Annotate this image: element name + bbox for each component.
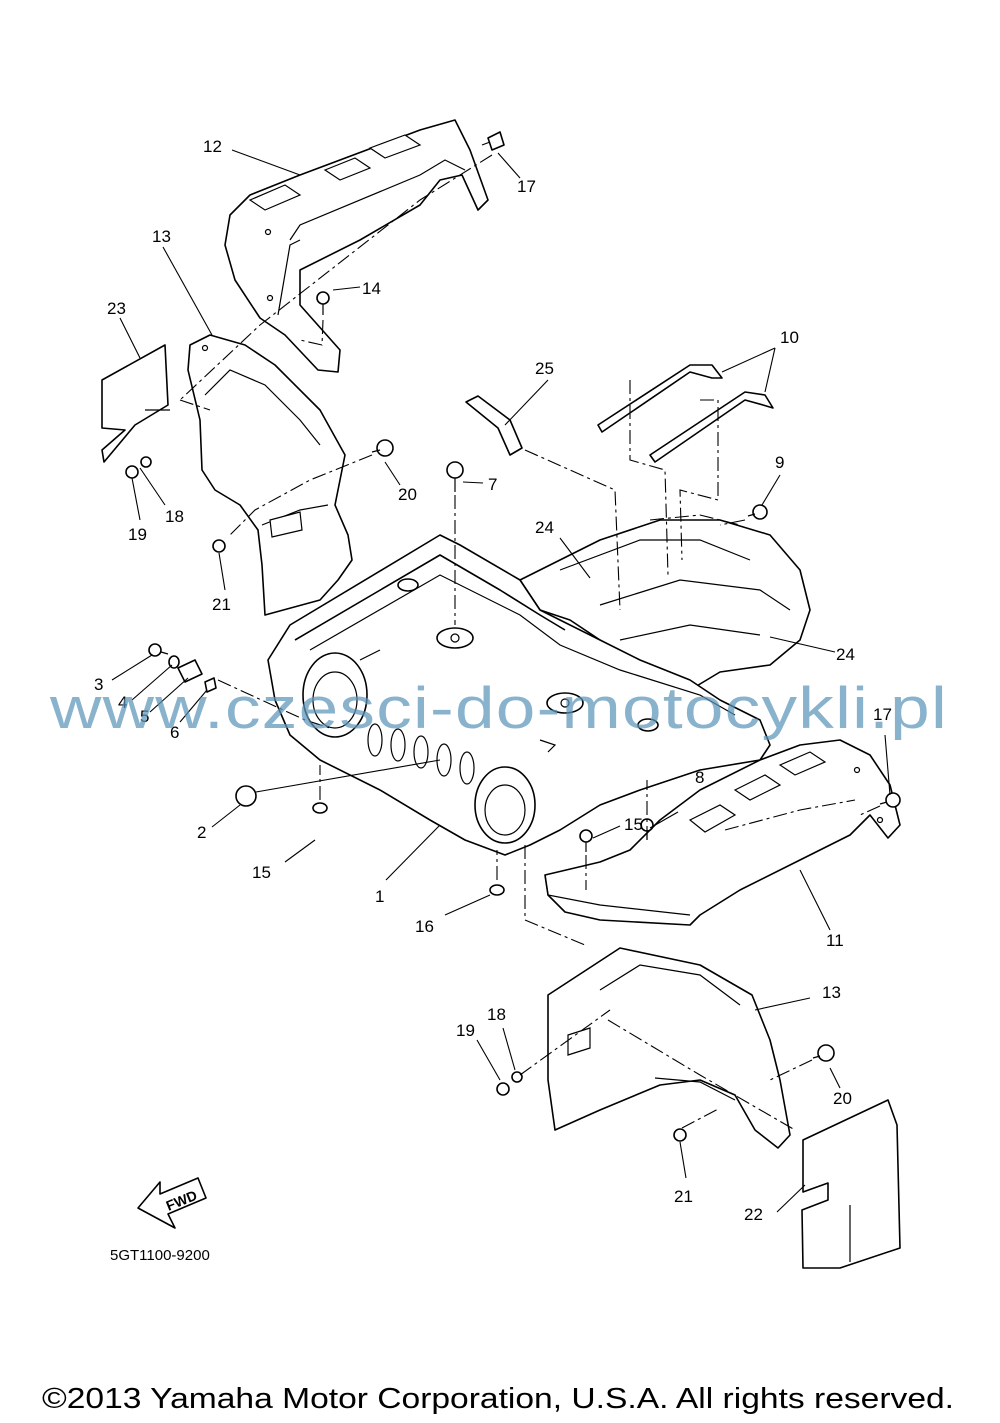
callout-19: 19 (128, 525, 147, 544)
callout-4: 4 (118, 693, 127, 712)
watermark: www.czesci-do-motocykli.pl (49, 676, 948, 741)
callout-16b: 16 (415, 917, 434, 936)
part-14-side-panel (187, 334, 353, 616)
callout-19b: 19 (456, 1021, 475, 1040)
part-22-decal (801, 1099, 901, 1269)
callout-21b: 21 (674, 1187, 693, 1206)
callout-1: 1 (375, 887, 384, 906)
callout-22: 22 (744, 1205, 763, 1224)
part-10-rails (597, 364, 774, 463)
callout-16: 15 (252, 863, 271, 882)
part-25-strip (465, 395, 523, 456)
callout-9: 9 (775, 453, 784, 472)
callout-5: 5 (140, 707, 149, 726)
callout-20b: 20 (833, 1089, 852, 1108)
callout-6: 6 (170, 723, 179, 742)
callout-11: 11 (826, 931, 844, 950)
leader-lines (111, 149, 891, 1213)
diagram-code: 5GT1100-9200 (110, 1247, 210, 1264)
callout-2: 2 (197, 823, 206, 842)
callout-25: 25 (535, 359, 554, 378)
callout-18: 18 (165, 507, 184, 526)
callout-15: 14 (362, 279, 381, 298)
callout-8: 8 (695, 768, 704, 787)
callouts: 12 17 13 23 14 10 25 7 9 20 18 19 24 21 … (94, 137, 892, 1224)
part-24-seat (519, 514, 811, 693)
callout-24b: 24 (836, 645, 855, 664)
callout-15b: 15 (624, 815, 643, 834)
copyright: ©2013 Yamaha Motor Corporation, U.S.A. A… (42, 1383, 954, 1415)
callout-13: 13 (822, 983, 841, 1002)
callout-12: 12 (203, 137, 222, 156)
callout-24: 24 (535, 518, 554, 537)
callout-18b: 18 (487, 1005, 506, 1024)
callout-23: 23 (107, 299, 126, 318)
part-1-main-body (267, 534, 771, 856)
callout-17b: 17 (873, 705, 892, 724)
callout-17: 17 (517, 177, 536, 196)
callout-10: 10 (780, 328, 799, 347)
part-12-cover (224, 119, 489, 373)
callout-7: 7 (488, 475, 497, 494)
fwd-arrow-icon: FWD (137, 1177, 207, 1229)
callout-14: 13 (152, 227, 171, 246)
assembly-lines (179, 154, 881, 1131)
callout-20: 20 (398, 485, 417, 504)
part-23-decal (101, 344, 170, 463)
part-11-cover (544, 739, 901, 926)
part-13-side-panel (547, 947, 791, 1149)
callout-3: 3 (94, 675, 103, 694)
callout-21: 21 (212, 595, 231, 614)
